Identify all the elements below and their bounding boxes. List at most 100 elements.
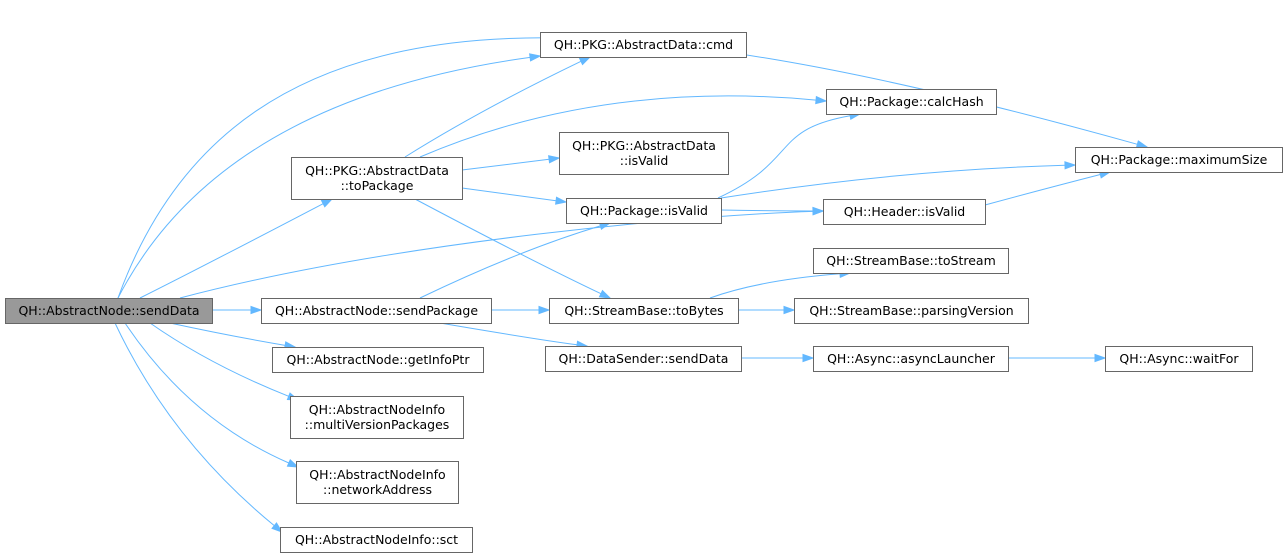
edge-line bbox=[169, 322, 286, 346]
node-label: QH::Async::waitFor bbox=[1119, 351, 1239, 366]
node-box bbox=[280, 527, 473, 553]
node-label: ::multiVersionPackages bbox=[305, 417, 450, 432]
call-graph-nodes: QH::AbstractNode::sendData QH::PKG::Abstr… bbox=[5, 32, 1283, 553]
node-box bbox=[540, 32, 747, 58]
arrow-head bbox=[783, 305, 796, 315]
edge-line bbox=[720, 209, 814, 212]
node-getinfoptr[interactable]: QH::AbstractNode::getInfoPtr bbox=[272, 347, 484, 373]
arrow-head bbox=[1094, 353, 1107, 363]
edge-line bbox=[124, 322, 290, 464]
node-adisvalid[interactable]: QH::PKG::AbstractData::isValid bbox=[559, 132, 729, 175]
call-graph-edges bbox=[114, 37, 1149, 533]
node-calchash[interactable]: QH::Package::calcHash bbox=[826, 89, 997, 115]
edge-line bbox=[419, 225, 601, 299]
arrow-head bbox=[250, 305, 263, 315]
arrow-head bbox=[286, 458, 300, 468]
node-box bbox=[813, 248, 1009, 274]
edge-line bbox=[461, 158, 550, 171]
edge-line bbox=[461, 187, 557, 202]
node-label: ::networkAddress bbox=[323, 482, 432, 497]
node-networkaddress[interactable]: QH::AbstractNodeInfo::networkAddress bbox=[296, 461, 459, 504]
node-asynclauncher[interactable]: QH::Async::asyncLauncher bbox=[813, 346, 1009, 372]
node-box bbox=[261, 298, 492, 324]
node-multiversion[interactable]: QH::AbstractNodeInfo::multiVersionPackag… bbox=[290, 396, 464, 439]
node-label: QH::StreamBase::parsingVersion bbox=[809, 303, 1013, 318]
node-box bbox=[813, 346, 1009, 372]
node-label: QH::Package::calcHash bbox=[839, 94, 983, 109]
node-label: QH::AbstractNodeInfo bbox=[309, 467, 445, 482]
node-parsingversion[interactable]: QH::StreamBase::parsingVersion bbox=[794, 298, 1029, 324]
edge-sendpackage-to-tobytes bbox=[491, 305, 551, 315]
node-label: QH::DataSender::sendData bbox=[559, 351, 729, 366]
node-label: QH::StreamBase::toStream bbox=[826, 253, 996, 268]
node-sct[interactable]: QH::AbstractNodeInfo::sct bbox=[280, 527, 473, 553]
edge-line bbox=[419, 95, 817, 158]
edge-line bbox=[114, 322, 275, 527]
edge-line bbox=[709, 273, 841, 299]
node-label: QH::PKG::AbstractData bbox=[305, 163, 449, 178]
edge-line bbox=[404, 60, 582, 158]
edge-line bbox=[139, 203, 324, 299]
node-label: QH::StreamBase::toBytes bbox=[564, 303, 723, 318]
arrow-head bbox=[320, 198, 334, 208]
edge-line bbox=[439, 322, 578, 346]
node-maximumsize[interactable]: QH::Package::maximumSize bbox=[1075, 147, 1283, 173]
node-box bbox=[823, 199, 986, 225]
arrow-head bbox=[555, 196, 568, 205]
edge-pkgisvalid-to-maximumsize bbox=[720, 161, 1077, 199]
edge-topackage-to-calchash bbox=[419, 95, 828, 158]
node-senddata[interactable]: QH::AbstractNode::sendData bbox=[5, 298, 213, 324]
edge-topackage-to-cmd bbox=[404, 56, 592, 158]
arrow-head bbox=[1135, 140, 1149, 149]
edge-sendpackage-to-dssenddata bbox=[439, 322, 589, 349]
edge-line bbox=[117, 56, 531, 299]
arrow-head bbox=[529, 53, 542, 62]
node-label: QH::AbstractNodeInfo bbox=[309, 402, 445, 417]
arrow-head bbox=[1064, 161, 1077, 170]
edge-senddata-to-sendpackage bbox=[212, 305, 263, 315]
node-hdrisvalid[interactable]: QH::Header::isValid bbox=[823, 199, 986, 225]
node-label: QH::AbstractNode::sendData bbox=[18, 303, 199, 318]
edge-line bbox=[179, 210, 814, 299]
arrow-head bbox=[802, 353, 815, 363]
node-topackage[interactable]: QH::PKG::AbstractData::toPackage bbox=[291, 157, 463, 200]
node-label: QH::AbstractNode::sendPackage bbox=[275, 303, 478, 318]
node-cmd[interactable]: QH::PKG::AbstractData::cmd bbox=[540, 32, 747, 58]
edge-line bbox=[414, 198, 602, 295]
edge-senddata-to-hdrisvalid bbox=[179, 207, 825, 299]
edge-line bbox=[117, 37, 1138, 299]
edge-asynclauncher-to-waitfor bbox=[1008, 353, 1107, 363]
edge-pkgisvalid-to-hdrisvalid bbox=[720, 206, 825, 216]
node-box bbox=[272, 347, 484, 373]
arrow-head bbox=[548, 155, 561, 164]
node-tobytes[interactable]: QH::StreamBase::toBytes bbox=[549, 298, 739, 324]
node-label: ::toPackage bbox=[341, 178, 414, 193]
node-pkgisvalid[interactable]: QH::Package::isValid bbox=[566, 198, 722, 224]
node-box bbox=[566, 198, 722, 224]
node-label: ::isValid bbox=[620, 153, 669, 168]
edge-hdrisvalid-to-maximumsize bbox=[984, 170, 1112, 206]
node-box bbox=[549, 298, 739, 324]
arrow-head bbox=[538, 305, 551, 315]
node-box bbox=[1105, 346, 1253, 372]
node-waitfor[interactable]: QH::Async::waitFor bbox=[1105, 346, 1253, 372]
node-tostream[interactable]: QH::StreamBase::toStream bbox=[813, 248, 1009, 274]
node-sendpackage[interactable]: QH::AbstractNode::sendPackage bbox=[261, 298, 492, 324]
node-box bbox=[559, 132, 729, 175]
edge-senddata-to-sct bbox=[114, 322, 284, 533]
edge-tobytes-to-parsingversion bbox=[738, 305, 796, 315]
edge-tobytes-to-tostream bbox=[709, 269, 852, 299]
node-label: QH::Package::maximumSize bbox=[1091, 152, 1268, 167]
edge-line bbox=[149, 322, 289, 397]
node-label: QH::AbstractNode::getInfoPtr bbox=[287, 352, 471, 367]
node-box bbox=[545, 346, 742, 372]
node-box bbox=[5, 298, 213, 324]
node-box bbox=[1075, 147, 1283, 173]
edge-senddata-to-getinfoptr bbox=[169, 322, 297, 350]
node-label: QH::Package::isValid bbox=[580, 203, 708, 218]
node-label: QH::PKG::AbstractData::cmd bbox=[554, 37, 733, 52]
edge-line bbox=[720, 164, 1066, 199]
edge-line bbox=[984, 174, 1101, 206]
edge-topackage-to-tobytes bbox=[414, 198, 612, 299]
node-dssenddata[interactable]: QH::DataSender::sendData bbox=[545, 346, 742, 372]
